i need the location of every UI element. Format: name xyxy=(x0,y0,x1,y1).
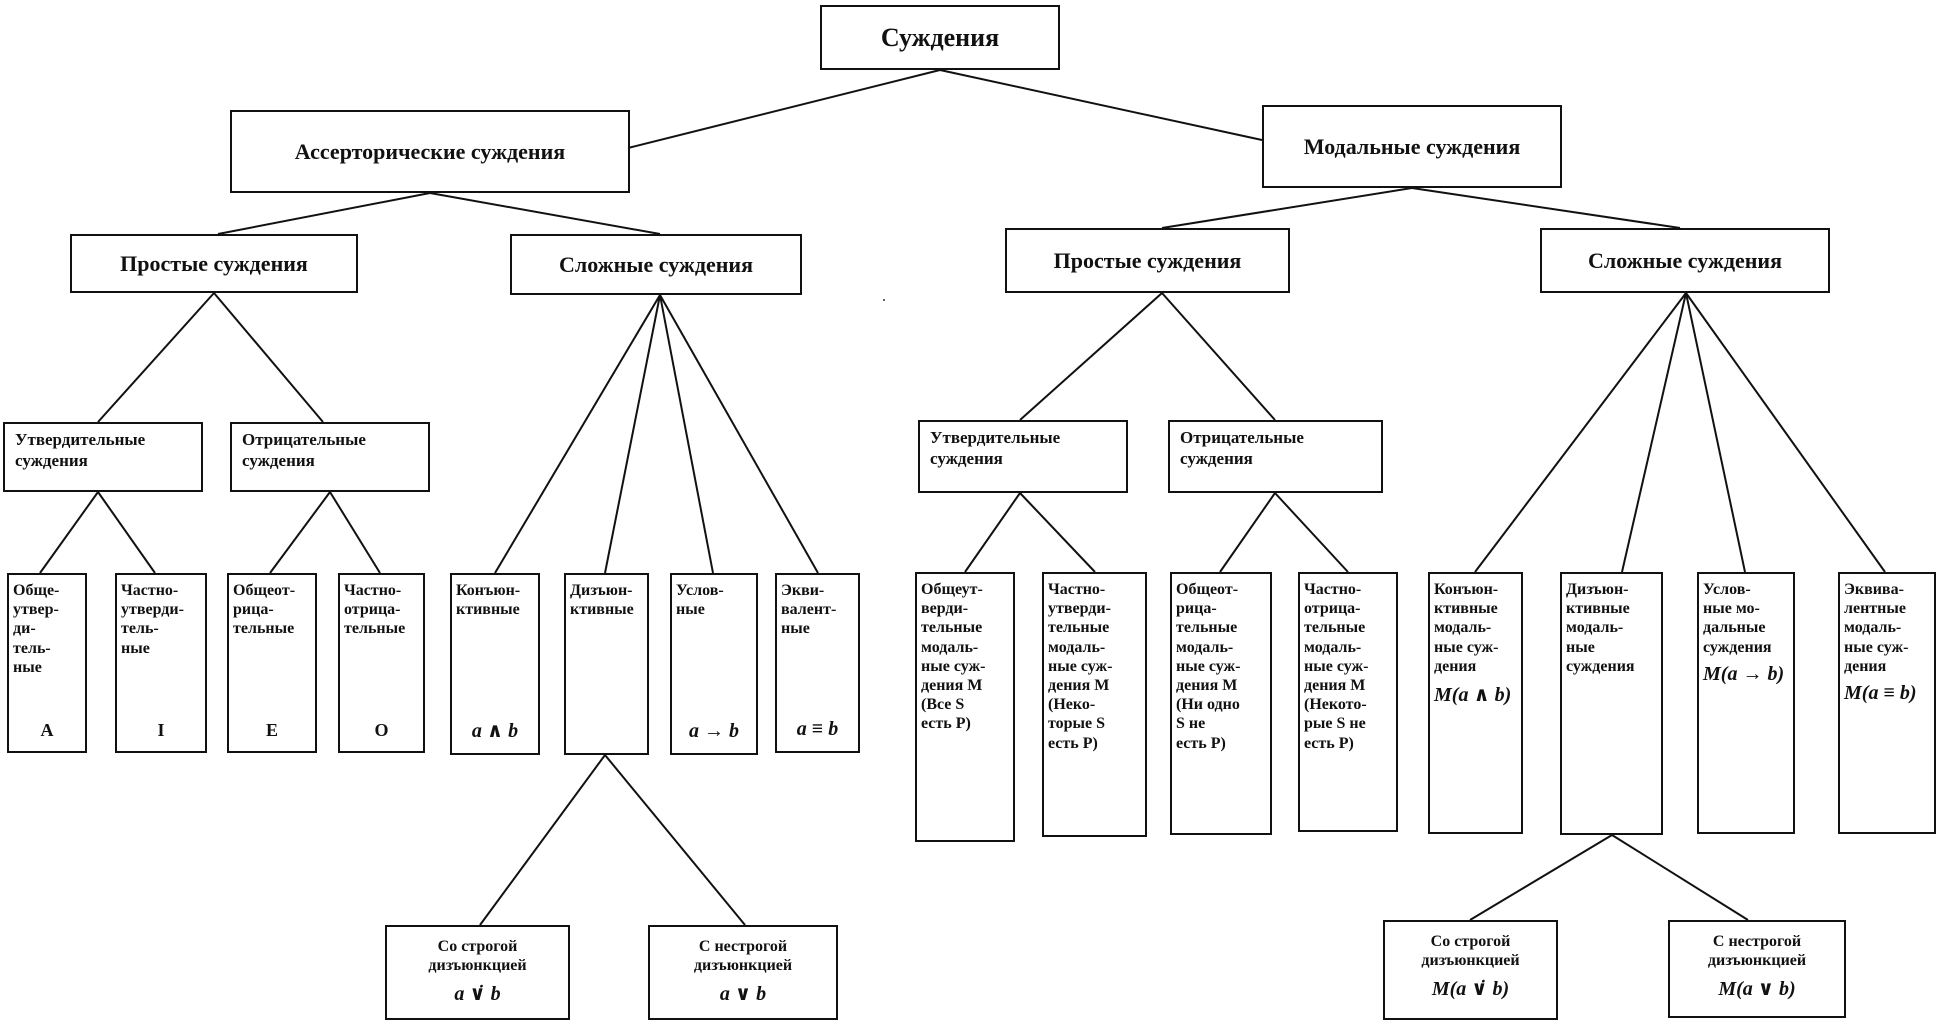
modal-disjunctive-leaf: Дизъюн- ктивные модаль- ные суждения xyxy=(1560,572,1663,835)
assertoric-nonstrict-disjunction-leaf: С нестрогой дизъюнкцией a ∨ b xyxy=(648,925,838,1020)
leaf-formula: M(a ≡ b) xyxy=(1844,681,1917,704)
leaf-label: Конъюн- ктивные xyxy=(456,582,521,619)
edge-a-neg-par xyxy=(329,491,381,574)
edge-m-cx-disj xyxy=(1621,292,1687,573)
edge-a-aff-gen xyxy=(39,491,99,574)
modal-partial-affirmative-leaf: Частно- утверди- тельные модаль- ные суж… xyxy=(1042,572,1147,837)
leaf-label: Экви- валент- ные xyxy=(781,582,837,638)
edge-m-simple-aff xyxy=(1019,292,1163,421)
edge-m-cx-cond xyxy=(1685,292,1746,573)
edge-m-simple-neg xyxy=(1161,292,1276,421)
leaf-label: Обще- утвер- ди- тель- ные xyxy=(13,582,60,676)
leaf-formula: M(a ∧ b) xyxy=(1434,683,1512,706)
assertoric-complex-node: Сложные суждения xyxy=(510,234,802,295)
assertoric-strict-disjunction-leaf: Со строгой дизъюнкцией a ∨̇ b xyxy=(385,925,570,1020)
edge-modal-complex xyxy=(1411,187,1681,229)
edge-root-modal xyxy=(939,69,1263,141)
modal-negative-node: Отрицательные суждения xyxy=(1168,420,1383,493)
assertoric-equivalent-leaf: Экви- валент- ные a ≡ b xyxy=(775,573,860,753)
edge-a-neg-gen xyxy=(269,491,331,574)
edge-m-aff-gen xyxy=(964,492,1021,573)
assertoric-negative-node: Отрицательные суждения xyxy=(230,422,430,492)
leaf-label: Услов- ные мо- дальные суждения xyxy=(1703,581,1772,656)
leaf-label: Дизъюн- ктивные xyxy=(570,582,634,619)
leaf-label: Общеут- верди- тельные модаль- ные суж- … xyxy=(921,581,986,733)
edge-assertoric-simple xyxy=(217,192,431,235)
edge-a-cx-cond xyxy=(659,294,714,574)
assertoric-general-affirmative-leaf: Обще- утвер- ди- тель- ные A xyxy=(7,573,87,753)
edge-assertoric-complex xyxy=(429,192,661,235)
edge-m-aff-par xyxy=(1019,492,1096,573)
edge-a-aff-par xyxy=(97,491,156,574)
leaf-formula: a ≡ b xyxy=(796,718,839,740)
edge-a-simple-aff xyxy=(97,292,215,423)
leaf-label: Частно- отрица- тельные xyxy=(344,582,406,638)
modal-conjunctive-leaf: Конъюн- ктивные модаль- ные суж- дения M… xyxy=(1428,572,1523,834)
leaf-formula: a ∨̇ b xyxy=(454,983,501,1006)
leaf-label: Со строгой дизъюнкцией xyxy=(428,938,527,975)
modal-node: Модальные суждения xyxy=(1262,105,1562,188)
leaf-formula: A xyxy=(40,720,54,740)
leaf-label: С нестрогой дизъюнкцией xyxy=(1707,933,1807,970)
edge-a-cx-disj xyxy=(604,294,661,574)
leaf-formula: M(a ∨̇ b) xyxy=(1431,978,1510,1001)
leaf-label: Услов- ные xyxy=(676,582,724,619)
assertoric-disjunctive-leaf: Дизъюн- ктивные xyxy=(564,573,649,755)
assertoric-general-negative-leaf: Общеот- рица- тельные E xyxy=(227,573,317,753)
root-node: Суждения xyxy=(820,5,1060,70)
modal-complex-node: Сложные суждения xyxy=(1540,228,1830,293)
leaf-label: Со строгой дизъюнкцией xyxy=(1421,933,1520,970)
edge-m-disj-strict xyxy=(1469,834,1613,921)
edge-a-disj-nonstrict xyxy=(604,754,746,926)
leaf-formula: a → b xyxy=(689,720,739,742)
leaf-formula: E xyxy=(265,720,278,740)
modal-general-affirmative-leaf: Общеут- верди- тельные модаль- ные суж- … xyxy=(915,572,1015,842)
leaf-label: Дизъюн- ктивные модаль- ные суждения xyxy=(1566,581,1635,675)
leaf-label: Эквива- лентные модаль- ные суж- дения xyxy=(1844,581,1909,675)
leaf-formula: M(a ∨ b) xyxy=(1718,978,1796,1001)
leaf-formula: O xyxy=(374,720,389,740)
leaf-formula: I xyxy=(157,720,165,740)
assertoric-partial-negative-leaf: Частно- отрица- тельные O xyxy=(338,573,425,753)
modal-conditional-leaf: Услов- ные мо- дальные суждения M(a → b) xyxy=(1697,572,1795,834)
modal-affirmative-node: Утвердительные суждения xyxy=(918,420,1128,493)
modal-simple-node: Простые суждения xyxy=(1005,228,1290,293)
edge-a-simple-neg xyxy=(213,292,324,423)
assertoric-conjunctive-leaf: Конъюн- ктивные a ∧ b xyxy=(450,573,540,755)
edge-a-disj-strict xyxy=(479,754,606,926)
edge-m-disj-nonstrict xyxy=(1611,834,1749,921)
leaf-formula: a ∨ b xyxy=(719,983,767,1006)
leaf-formula: M(a → b) xyxy=(1703,662,1785,685)
edge-modal-simple xyxy=(1161,187,1413,229)
edge-m-cx-eq xyxy=(1685,292,1886,573)
leaf-label: Общеот- рица- тельные модаль- ные суж- д… xyxy=(1176,581,1241,752)
assertoric-partial-affirmative-leaf: Частно- утверди- тель- ные I xyxy=(115,573,207,753)
modal-strict-disjunction-leaf: Со строгой дизъюнкцией M(a ∨̇ b) xyxy=(1383,920,1558,1020)
edge-a-cx-eq xyxy=(659,294,819,574)
leaf-label: Частно- утверди- тель- ные xyxy=(121,582,184,657)
edge-root-assertoric xyxy=(627,69,941,149)
edge-m-neg-par xyxy=(1274,492,1349,573)
edge-a-cx-conj xyxy=(494,294,661,574)
edge-m-cx-conj xyxy=(1474,292,1687,573)
assertoric-node: Ассерторические суждения xyxy=(230,110,630,193)
assertoric-simple-node: Простые суждения xyxy=(70,234,358,293)
modal-nonstrict-disjunction-leaf: С нестрогой дизъюнкцией M(a ∨ b) xyxy=(1668,920,1846,1018)
leaf-label: С нестрогой дизъюнкцией xyxy=(693,938,793,975)
leaf-label: Частно- отрица- тельные модаль- ные суж-… xyxy=(1304,581,1369,752)
leaf-label: Частно- утверди- тельные модаль- ные суж… xyxy=(1048,581,1113,752)
assertoric-affirmative-node: Утвердительные суждения xyxy=(3,422,203,492)
assertoric-conditional-leaf: Услов- ные a → b xyxy=(670,573,758,755)
edge-m-neg-gen xyxy=(1219,492,1276,573)
modal-general-negative-leaf: Общеот- рица- тельные модаль- ные суж- д… xyxy=(1170,572,1272,835)
leaf-label: Общеот- рица- тельные xyxy=(233,582,296,638)
modal-equivalent-leaf: Эквива- лентные модаль- ные суж- дения M… xyxy=(1838,572,1936,834)
leaf-formula: a ∧ b xyxy=(471,720,519,742)
modal-partial-negative-leaf: Частно- отрица- тельные модаль- ные суж-… xyxy=(1298,572,1398,832)
leaf-label: Конъюн- ктивные модаль- ные суж- дения xyxy=(1434,581,1499,675)
stray-dot xyxy=(883,299,885,301)
